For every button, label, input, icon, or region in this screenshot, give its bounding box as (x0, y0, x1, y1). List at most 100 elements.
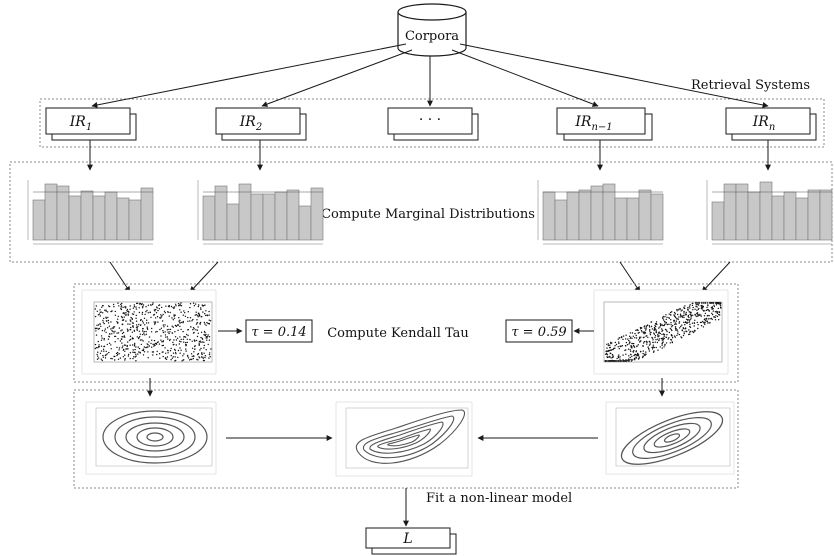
scatter-left-point (209, 356, 211, 358)
scatter-right-point (659, 326, 661, 328)
scatter-left-point (191, 358, 193, 361)
scatter-right-point (704, 321, 706, 323)
scatter-right-point (639, 328, 642, 330)
scatter-left-point (196, 329, 199, 331)
scatter-right-point (671, 337, 674, 339)
scatter-left-point (195, 314, 198, 316)
scatter-left-point (201, 352, 203, 354)
scatter-left-point (156, 330, 158, 333)
scatter-left-point (193, 331, 195, 334)
scatter-right-point (617, 356, 620, 359)
scatter-left-point (105, 331, 107, 334)
scatter-left-point (136, 329, 138, 331)
scatter-right-point (607, 360, 610, 362)
scatter-left-point (184, 336, 187, 338)
scatter-left-point (96, 353, 98, 356)
scatter-right-point (655, 346, 657, 349)
scatter-right-point (673, 335, 676, 337)
scatter-left-point (97, 355, 99, 357)
scatter-left-point (169, 328, 172, 331)
scatter-right-point (653, 332, 655, 334)
scatter-left-point (118, 327, 121, 329)
scatter-left-point (118, 353, 120, 355)
scatter-right-point (670, 314, 672, 316)
scatter-right-point (683, 321, 685, 323)
scatter-left-point (142, 305, 144, 308)
scatter-right-point (607, 350, 609, 352)
scatter-right-point (695, 315, 697, 318)
scatter-left-point (206, 337, 208, 339)
scatter-left-point (100, 325, 102, 327)
scatter-right-point (631, 342, 633, 345)
scatter-left-point (162, 344, 165, 347)
scatter-left-point (197, 353, 199, 356)
scatter-left-point (146, 327, 149, 330)
scatter-right-point (717, 302, 719, 304)
scatter-right-point (659, 323, 662, 325)
scatter-left-point (198, 343, 200, 346)
scatter-right-point (650, 331, 652, 334)
scatter-right-point (633, 354, 635, 357)
arrow-hist2-scatter (189, 261, 219, 293)
scatter-left-point (142, 340, 144, 342)
scatter-right-point (653, 350, 655, 352)
output-label: L (402, 531, 412, 547)
scatter-left-point (158, 308, 160, 310)
scatter-left-point (169, 331, 171, 333)
scatter-left-point (186, 333, 188, 336)
scatter-right-point (719, 306, 722, 309)
scatter-left-point (182, 338, 185, 340)
scatter-right-point (702, 302, 705, 304)
scatter-left-point (141, 307, 144, 309)
scatter-right-point (617, 355, 619, 358)
scatter-left-point (141, 311, 144, 314)
scatter-right-point (670, 328, 672, 331)
scatter-left-point (102, 312, 104, 314)
scatter-left-point (194, 345, 196, 348)
scatter-right-point (631, 359, 634, 361)
scatter-right-point (667, 338, 669, 340)
scatter-right-point (709, 322, 711, 324)
scatter-left-point (105, 350, 107, 353)
scatter-right-point (639, 326, 642, 329)
scatter-left-point (174, 336, 177, 338)
scatter-right-point (700, 321, 703, 323)
scatter-left-point (197, 316, 199, 318)
scatter-left-point (118, 347, 121, 349)
scatter-left-point (122, 323, 124, 325)
scatter-left-point (184, 315, 187, 317)
scatter-left-point (200, 356, 203, 358)
scatter-left-point (203, 334, 205, 336)
scatter-left-point (208, 314, 210, 316)
scatter-right-point (614, 360, 616, 362)
scatter-right-point (649, 343, 651, 345)
scatter-right-point (605, 353, 608, 355)
scatter-right-point (604, 360, 606, 362)
scatter-left-point (192, 302, 195, 304)
scatter-left-point (177, 303, 180, 305)
scatter-right-point (630, 346, 632, 348)
scatter-left-point (198, 304, 200, 306)
scatter-right-point (695, 304, 697, 306)
scatter-left-point (197, 352, 200, 355)
scatter-left-point (209, 352, 211, 354)
scatter-left-point (100, 335, 103, 337)
scatter-left-point (117, 332, 120, 334)
scatter-right-point (691, 322, 694, 324)
scatter-right-point (718, 319, 720, 321)
arrow-histn1-scatter (619, 261, 641, 293)
scatter-left-point (127, 310, 130, 313)
scatter-left-point (101, 337, 103, 339)
scatter-left-point (203, 359, 205, 362)
scatter-right-point (660, 324, 662, 326)
scatter-left-point (97, 314, 100, 316)
scatter-left-point (131, 313, 134, 315)
scatter-left-point (192, 357, 194, 360)
scatter-left-point (129, 323, 131, 325)
marginals-title: Compute Marginal Distributions (321, 207, 535, 222)
scatter-left-point (137, 325, 139, 328)
scatter-right-point (637, 344, 639, 346)
scatter-left-point (128, 339, 131, 341)
scatter-right-point (675, 316, 677, 319)
scatter-left-point (151, 327, 153, 330)
